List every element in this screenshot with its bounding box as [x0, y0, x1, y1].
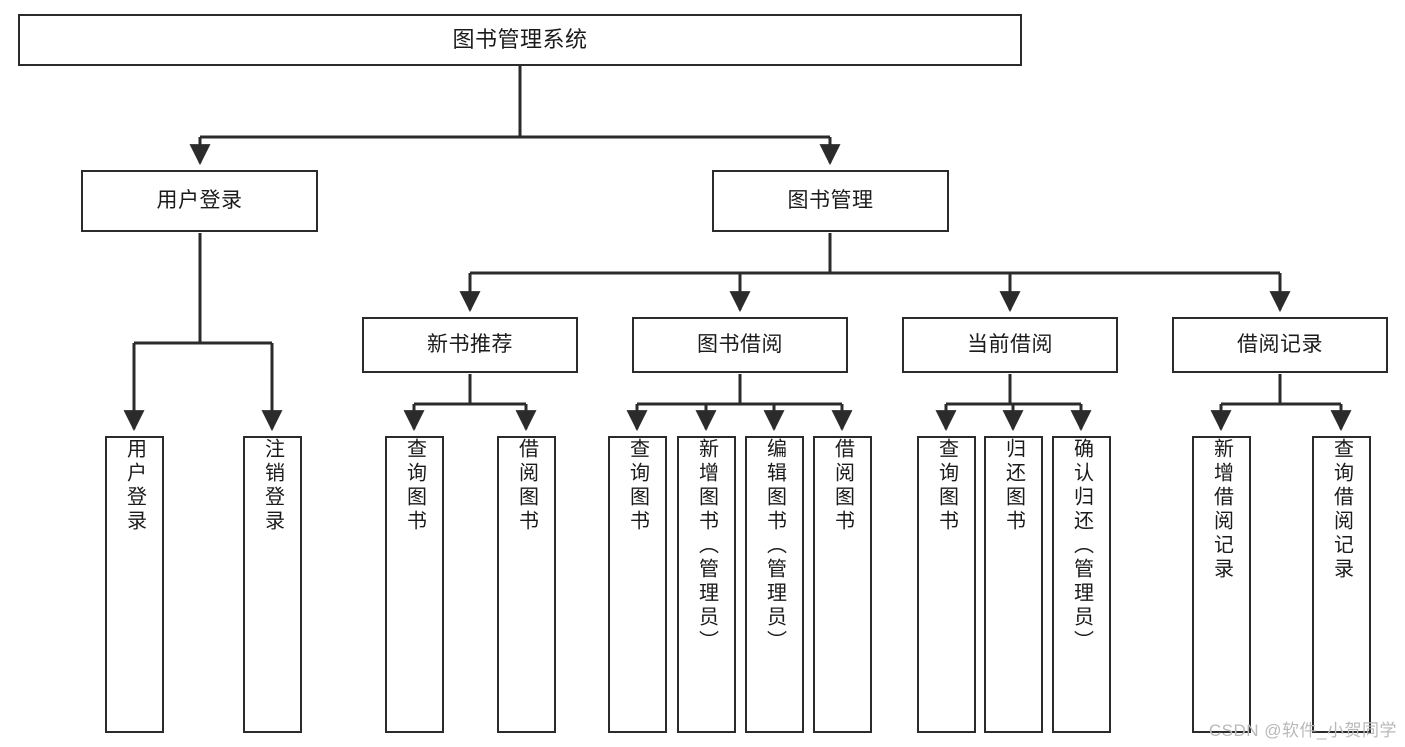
node-new-book-recommend[interactable]: 新书推荐 [362, 317, 578, 373]
node-label: 用户登录 [156, 189, 243, 213]
node-label: 用户登录 [123, 438, 146, 534]
node-label: 查询图书 [935, 438, 958, 534]
node-label: 查询图书 [626, 438, 649, 534]
leaf-new-book-query[interactable]: 查询图书 [385, 436, 444, 733]
node-root-system[interactable]: 图书管理系统 [18, 14, 1022, 66]
node-label: 确认归还（管理员） [1070, 438, 1093, 654]
node-label: 查询图书 [403, 438, 426, 534]
node-label: 编辑图书（管理员） [763, 438, 786, 654]
leaf-borrow-borrow-book[interactable]: 借阅图书 [813, 436, 872, 733]
leaf-records-query-record[interactable]: 查询借阅记录 [1312, 436, 1371, 733]
node-label: 图书借阅 [697, 333, 783, 357]
leaf-current-query-book[interactable]: 查询图书 [917, 436, 976, 733]
node-label: 查询借阅记录 [1330, 438, 1353, 582]
leaf-borrow-edit-book-admin[interactable]: 编辑图书（管理员） [745, 436, 804, 733]
node-label: 借阅记录 [1237, 333, 1323, 357]
leaf-new-book-borrow[interactable]: 借阅图书 [497, 436, 556, 733]
leaf-current-confirm-return-admin[interactable]: 确认归还（管理员） [1052, 436, 1111, 733]
node-borrow-records[interactable]: 借阅记录 [1172, 317, 1388, 373]
leaf-borrow-query-book[interactable]: 查询图书 [608, 436, 667, 733]
node-label: 图书管理系统 [452, 26, 588, 52]
node-label: 归还图书 [1002, 438, 1025, 534]
csdn-watermark: CSDN @软件_小贺同学 [1208, 721, 1397, 740]
node-book-borrow[interactable]: 图书借阅 [632, 317, 848, 373]
leaf-user-login-logout[interactable]: 注销登录 [243, 436, 302, 733]
leaf-borrow-add-book-admin[interactable]: 新增图书（管理员） [677, 436, 736, 733]
node-label: 新增图书（管理员） [695, 438, 718, 654]
node-user-login[interactable]: 用户登录 [81, 170, 318, 232]
node-label: 借阅图书 [831, 438, 854, 534]
leaf-current-return-book[interactable]: 归还图书 [984, 436, 1043, 733]
node-label: 当前借阅 [967, 333, 1053, 357]
node-label: 借阅图书 [515, 438, 538, 534]
node-current-borrow[interactable]: 当前借阅 [902, 317, 1118, 373]
node-label: 新书推荐 [427, 333, 513, 357]
node-label: 图书管理 [787, 189, 874, 213]
node-label: 新增借阅记录 [1210, 438, 1233, 582]
leaf-user-login-login[interactable]: 用户登录 [105, 436, 164, 733]
node-label: 注销登录 [261, 438, 284, 534]
node-book-management[interactable]: 图书管理 [712, 170, 949, 232]
leaf-records-add-record[interactable]: 新增借阅记录 [1192, 436, 1251, 733]
